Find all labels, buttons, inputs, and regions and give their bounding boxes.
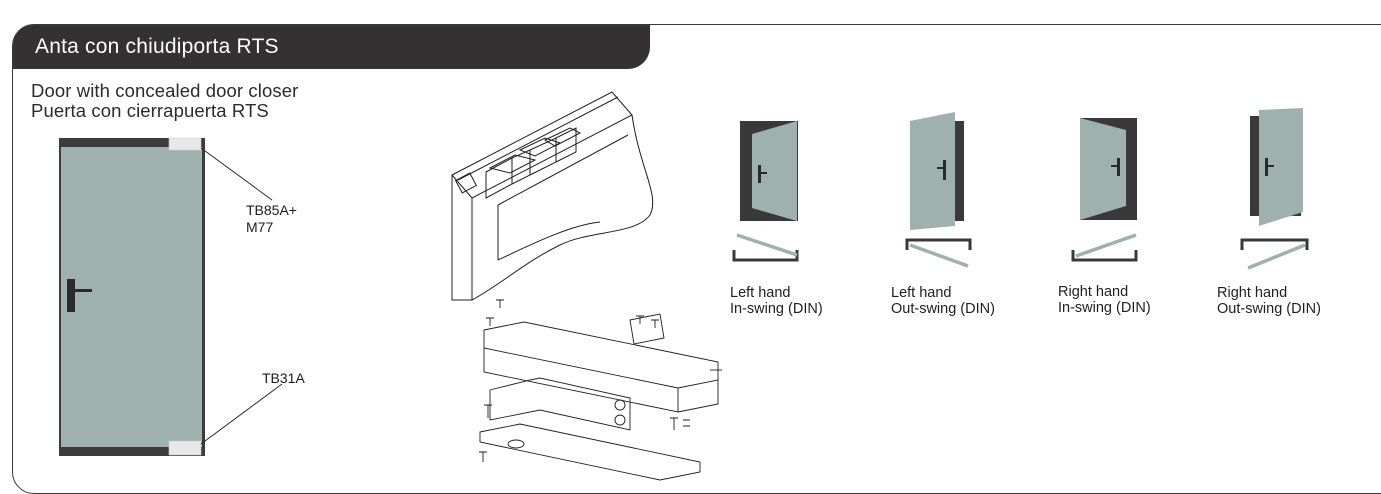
plan-frame-right-out	[1240, 238, 1309, 250]
callout-tb31a: TB31A	[262, 370, 305, 386]
leader-line-top	[200, 147, 273, 201]
bottom-pivot-block	[168, 440, 202, 456]
caption-right-in-line1: Right hand	[1058, 284, 1129, 300]
plan-swing-left-out	[909, 243, 969, 268]
plan-frame-left-in	[732, 250, 799, 262]
caption-right-in-line2: In-swing (DIN)	[1058, 300, 1151, 316]
caption-left-out-line2: Out-swing (DIN)	[891, 301, 995, 317]
plan-frame-left-out	[905, 238, 972, 250]
plan-swing-right-out	[1247, 243, 1306, 270]
caption-left-out: Left hand Out-swing (DIN)	[891, 285, 995, 317]
subtitle-spanish: Puerta con cierrapuerta RTS	[31, 100, 269, 121]
caption-left-out-line1: Left hand	[891, 285, 952, 301]
caption-left-in-line2: In-swing (DIN)	[730, 301, 823, 317]
door-leaf-right-in	[1080, 118, 1126, 220]
closer-section-detail	[451, 91, 654, 301]
caption-right-out-line1: Right hand	[1217, 285, 1288, 301]
callout-tb85a-plus: TB85A+	[246, 202, 297, 218]
door-glass-panel	[61, 147, 202, 447]
door-leaf-left-in	[752, 121, 797, 221]
plan-frame-right-in	[1071, 250, 1138, 262]
callout-m77: M77	[246, 219, 274, 235]
caption-right-in: Right hand In-swing (DIN)	[1058, 284, 1151, 316]
swing-diagram-left-out	[905, 112, 972, 268]
closer-exploded-view	[479, 299, 722, 481]
door-handle	[67, 279, 75, 312]
leader-line-bottom	[200, 383, 283, 445]
plan-swing-right-in	[1075, 233, 1137, 258]
door-leaf-right-out	[1259, 108, 1303, 226]
swing-diagram-right-out	[1240, 108, 1309, 270]
top-closer-block	[168, 137, 202, 151]
swing-diagram-right-in	[1071, 118, 1138, 262]
subtitle-english: Door with concealed door closer	[31, 80, 299, 101]
caption-left-in: Left hand In-swing (DIN)	[730, 285, 823, 317]
door-elevation-drawing	[59, 137, 283, 456]
door-leaf-left-out	[910, 112, 955, 230]
caption-right-out-line2: Out-swing (DIN)	[1217, 301, 1321, 317]
header-bar: Anta con chiudiporta RTS	[13, 25, 650, 69]
caption-left-in-line1: Left hand	[730, 285, 791, 301]
swing-diagram-left-in	[732, 121, 799, 262]
caption-right-out: Right hand Out-swing (DIN)	[1217, 285, 1321, 317]
page-title: Anta con chiudiporta RTS	[35, 35, 279, 58]
door-handle-lever	[75, 289, 92, 292]
plan-swing-left-in	[736, 233, 798, 257]
